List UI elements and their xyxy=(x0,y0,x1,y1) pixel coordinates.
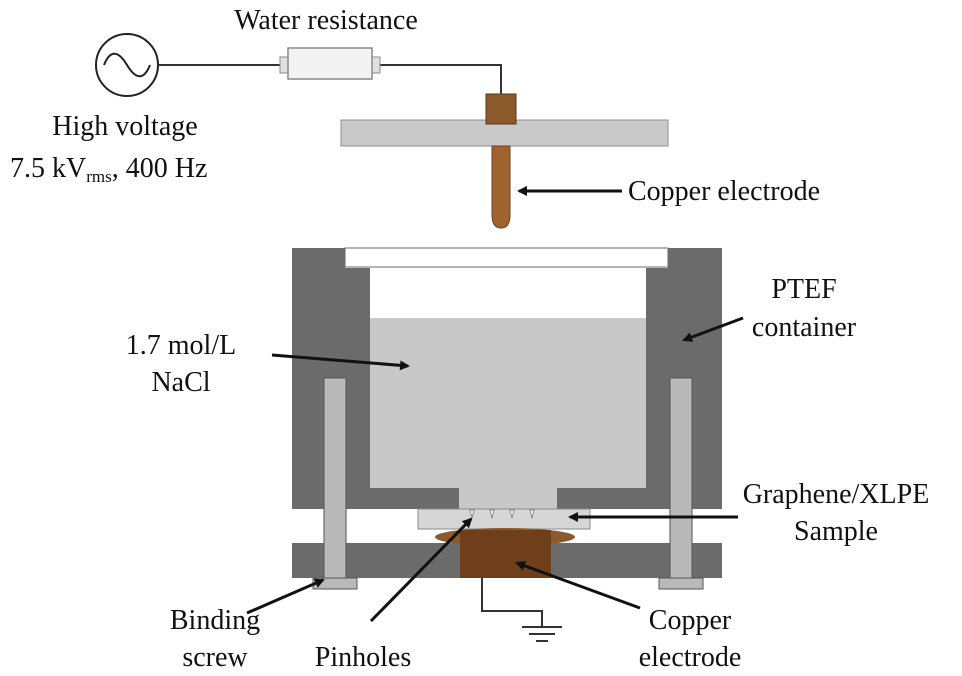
nacl-solution xyxy=(370,318,646,509)
supply-wire xyxy=(158,64,502,95)
binding-screw-right xyxy=(658,377,704,590)
arrow-nacl xyxy=(271,353,410,371)
nacl-label-line2: NaCl xyxy=(151,367,210,398)
binding-screw-label-line1: Binding xyxy=(170,605,260,636)
binding-screw-left xyxy=(312,377,358,590)
high-voltage-label: High voltage xyxy=(52,111,197,142)
ground-icon xyxy=(481,578,562,642)
voltage-frequency-label: 7.5 kVrms, 400 Hz xyxy=(10,153,207,186)
binding-screw-label-line2: screw xyxy=(182,642,248,673)
arrow-pinholes xyxy=(369,517,473,623)
copper-electrode-top xyxy=(485,93,517,229)
copper-electrode-bottom-label-line1: Copper xyxy=(649,605,732,636)
sample-label-line2: Sample xyxy=(794,516,878,547)
ptef-label-line1: PTEF xyxy=(771,274,836,305)
pinholes-label: Pinholes xyxy=(315,642,411,673)
copper-electrode-bottom xyxy=(435,528,575,578)
voltage-subscript: rms xyxy=(86,167,112,186)
sample-label-line1: Graphene/XLPE xyxy=(743,479,930,510)
ptef-label-line2: container xyxy=(752,312,857,343)
sample-disc xyxy=(417,508,591,530)
frequency-value: , 400 Hz xyxy=(112,153,208,184)
copper-electrode-bottom-label-line2: electrode xyxy=(639,642,742,673)
ac-source-icon xyxy=(95,33,159,97)
pointer-arrows xyxy=(246,186,744,623)
nacl-label-line1: 1.7 mol/L xyxy=(126,330,236,361)
water-resistance-label: Water resistance xyxy=(234,5,418,36)
arrow-binding-screw xyxy=(246,578,325,615)
voltage-value: 7.5 kV xyxy=(10,153,86,184)
arrow-ptef-container xyxy=(682,316,744,342)
pinholes-marks xyxy=(469,509,535,519)
copper-electrode-top-label: Copper electrode xyxy=(628,176,820,207)
arrow-copper-electrode-bottom xyxy=(515,561,641,610)
water-resistance-component xyxy=(279,47,381,80)
